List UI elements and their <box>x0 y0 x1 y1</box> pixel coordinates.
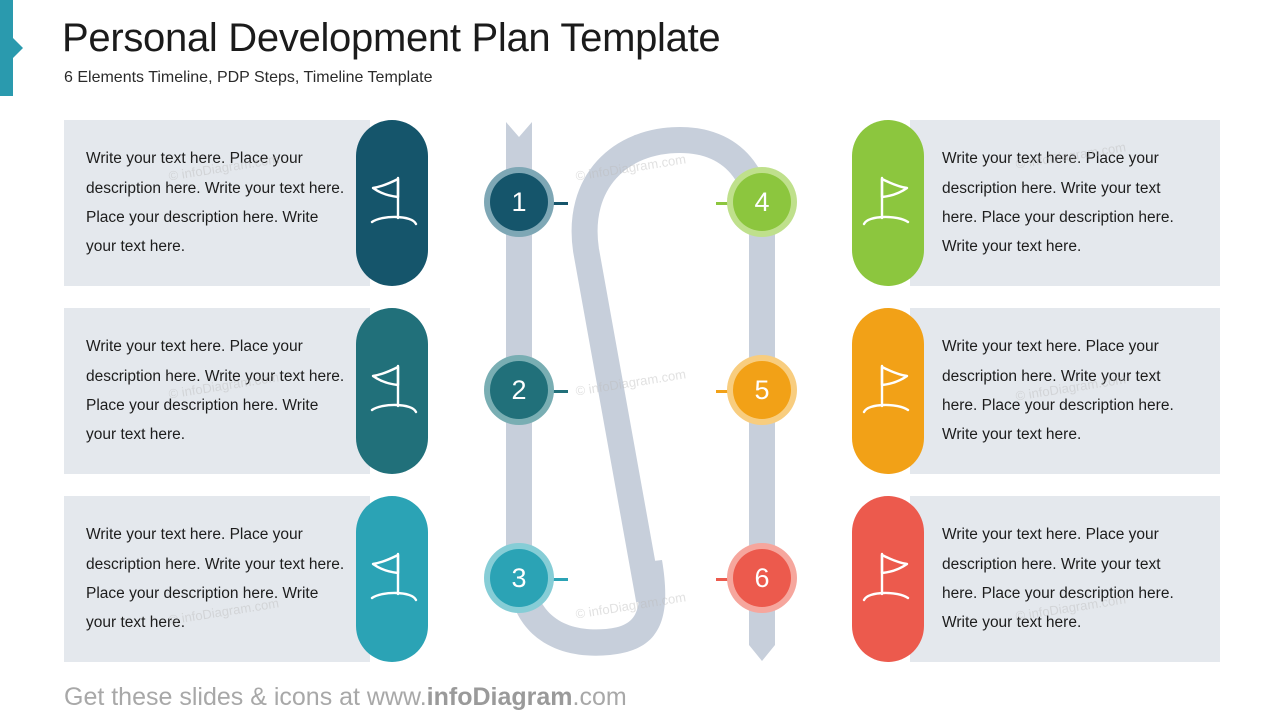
step-circle-3[interactable]: 3 <box>490 549 548 607</box>
icon-pill-4[interactable] <box>852 120 924 286</box>
step-circle-6[interactable]: 6 <box>733 549 791 607</box>
icon-pill-6[interactable] <box>852 496 924 662</box>
footer-promo: Get these slides & icons at www.infoDiag… <box>64 683 627 712</box>
watermark: © infoDiagram.com <box>574 366 687 399</box>
text-panel-3: Write your text here. Place your descrip… <box>64 496 370 662</box>
panel-text-5: Write your text here. Place your descrip… <box>942 338 1174 444</box>
text-panel-6: Write your text here. Place your descrip… <box>910 496 1220 662</box>
panel-text-3: Write your text here. Place your descrip… <box>86 526 345 632</box>
step-number-4: 4 <box>754 186 770 217</box>
flag-icon <box>862 364 910 414</box>
text-panel-1: Write your text here. Place your descrip… <box>64 120 370 286</box>
footer-prefix: Get these slides & icons at www. <box>64 683 427 711</box>
timeline-row-1: Write your text here. Place your descrip… <box>64 120 568 286</box>
panel-text-4: Write your text here. Place your descrip… <box>942 150 1174 256</box>
timeline-row-2: Write your text here. Place your descrip… <box>64 308 568 474</box>
step-number-5: 5 <box>754 374 770 405</box>
timeline-row-5: Write your text here. Place your descrip… <box>716 308 1220 474</box>
text-panel-5: Write your text here. Place your descrip… <box>910 308 1220 474</box>
icon-pill-3[interactable] <box>356 496 428 662</box>
step-circle-2[interactable]: 2 <box>490 361 548 419</box>
timeline-row-6: Write your text here. Place your descrip… <box>716 496 1220 662</box>
panel-text-1: Write your text here. Place your descrip… <box>86 150 345 256</box>
footer-brand: infoDiagram <box>426 683 573 711</box>
page-title: Personal Development Plan Template <box>62 16 721 60</box>
watermark: © infoDiagram.com <box>574 589 687 622</box>
step-circle-1[interactable]: 1 <box>490 173 548 231</box>
step-number-1: 1 <box>511 186 527 217</box>
step-number-6: 6 <box>754 562 770 593</box>
flag-icon <box>862 176 910 226</box>
timeline-row-3: Write your text here. Place your descrip… <box>64 496 568 662</box>
text-panel-2: Write your text here. Place your descrip… <box>64 308 370 474</box>
timeline-row-4: Write your text here. Place your descrip… <box>716 120 1220 286</box>
panel-text-2: Write your text here. Place your descrip… <box>86 338 345 444</box>
step-number-3: 3 <box>511 562 527 593</box>
flag-icon <box>370 552 418 602</box>
icon-pill-5[interactable] <box>852 308 924 474</box>
flag-icon <box>370 364 418 414</box>
header-accent-bar <box>0 0 13 96</box>
flag-icon <box>370 176 418 226</box>
footer-suffix: .com <box>572 683 627 711</box>
step-circle-4[interactable]: 4 <box>733 173 791 231</box>
step-number-2: 2 <box>511 374 527 405</box>
page-subtitle: 6 Elements Timeline, PDP Steps, Timeline… <box>64 69 433 86</box>
icon-pill-1[interactable] <box>356 120 428 286</box>
text-panel-4: Write your text here. Place your descrip… <box>910 120 1220 286</box>
watermark: © infoDiagram.com <box>574 151 687 184</box>
header-accent-arrow-icon <box>13 38 23 58</box>
flag-icon <box>862 552 910 602</box>
panel-text-6: Write your text here. Place your descrip… <box>942 526 1174 632</box>
icon-pill-2[interactable] <box>356 308 428 474</box>
step-circle-5[interactable]: 5 <box>733 361 791 419</box>
